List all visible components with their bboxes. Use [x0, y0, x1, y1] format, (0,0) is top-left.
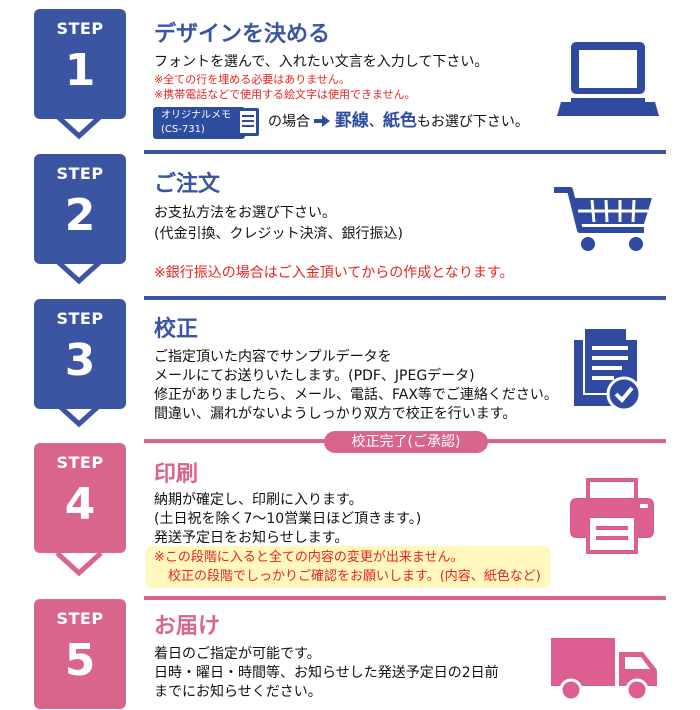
arrow-right-icon: [314, 115, 331, 127]
step-3-line-4: 間違い、漏れがないようしっかり双方で校正を行います。: [154, 406, 517, 422]
step-1-divider: [144, 150, 666, 154]
step-2-line-2: (代金引換、クレジット決済、銀行振込): [154, 226, 403, 242]
step-label: STEP: [56, 453, 104, 472]
chevron-down-icon: [55, 402, 103, 428]
step-number: 2: [64, 190, 96, 241]
step-4-note-2: 校正の段階でしっかりご確認をお願いします。(内容、紙色など): [168, 569, 541, 584]
printer-icon: [570, 478, 654, 554]
step-4-line-2: (土日祝を除く7〜10営業日ほど頂きます。): [154, 511, 422, 527]
step-label: STEP: [56, 164, 104, 183]
memo-text-prefix: の場合: [268, 114, 310, 130]
memo-sep: 、: [368, 114, 383, 130]
step-4-title: 印刷: [154, 462, 199, 487]
warning-highlight: [146, 546, 550, 588]
step-2-note: ※銀行振込の場合はご入金頂いてからの作成となります。: [154, 265, 514, 281]
step-3-line-3: 修正がありましたら、メール、電話、FAX等でご連絡ください。: [154, 387, 558, 403]
step-2-line-1: お支払方法をお選び下さい。: [154, 205, 336, 221]
chevron-down-icon: [55, 114, 103, 140]
step-5-line-3: までにお知らせください。: [154, 684, 322, 700]
chevron-down-icon: [55, 259, 103, 285]
step-number: 1: [64, 45, 96, 96]
memo-text-suffix: もお選び下さい。: [416, 114, 529, 130]
step-1-line-1: フォントを選んで、入れたい文言を入力して下さい。: [154, 54, 489, 70]
truck-icon: [551, 638, 657, 702]
step-3-title: 校正: [154, 317, 199, 342]
step-1-note-1: ※全ての行を埋める必要はありません。: [154, 73, 350, 86]
step-3-badge: STEP 3: [34, 299, 126, 409]
step-number: 4: [64, 479, 96, 530]
memo-emph-2: 紙色: [382, 111, 417, 131]
proof-approved-label: 校正完了(ご承認): [324, 431, 488, 453]
step-number: 3: [64, 335, 96, 386]
shopping-cart-icon: [554, 187, 652, 251]
memo-product-badge: オリジナルメモ (CS-731): [153, 107, 245, 139]
step-5-title: お届け: [154, 614, 221, 639]
step-number: 5: [64, 635, 96, 686]
step-5-line-2: 日時・曜日・時間等、お知らせした発送予定日の2日前: [154, 665, 499, 681]
document-check-icon: [574, 327, 642, 412]
laptop-icon: [557, 42, 659, 116]
step-2-title: ご注文: [154, 172, 221, 197]
step-5-badge: STEP 5: [34, 599, 126, 709]
memo-emph-1: 罫線: [334, 111, 369, 131]
step-4-line-1: 納期が確定し、印刷に入ります。: [154, 492, 363, 508]
step-3-line-1: ご指定頂いた内容でサンプルデータを: [154, 349, 392, 365]
step-label: STEP: [56, 19, 104, 38]
memo-pad-icon: [237, 108, 259, 136]
step-3-line-2: メールにてお送りいたします。(PDF、JPEGデータ): [154, 368, 475, 384]
memo-label-line1: オリジナルメモ: [161, 110, 231, 121]
step-4-line-3: 発送予定日をお知らせします。: [154, 530, 349, 546]
memo-note: の場合 罫線、紙色もお選び下さい。: [268, 111, 529, 132]
step-label: STEP: [56, 309, 104, 328]
step-1-note-2: ※携帯電話などで使用する絵文字は使用できません。: [154, 88, 416, 101]
memo-label-line2: (CS-731): [161, 124, 205, 135]
step-5-line-1: 着日のご指定が可能です。: [154, 646, 321, 662]
step-4-note-1: ※この段階に入ると全ての内容の変更が出来ません。: [154, 550, 464, 565]
step-4-badge: STEP 4: [34, 443, 126, 553]
step-label: STEP: [56, 609, 104, 628]
step-1-title: デザインを決める: [154, 22, 331, 47]
step-4-divider: [144, 596, 666, 600]
step-1-badge: STEP 1: [34, 9, 126, 119]
step-2-badge: STEP 2: [34, 154, 126, 264]
chevron-down-icon: [55, 551, 103, 577]
step-2-divider: [144, 296, 666, 300]
